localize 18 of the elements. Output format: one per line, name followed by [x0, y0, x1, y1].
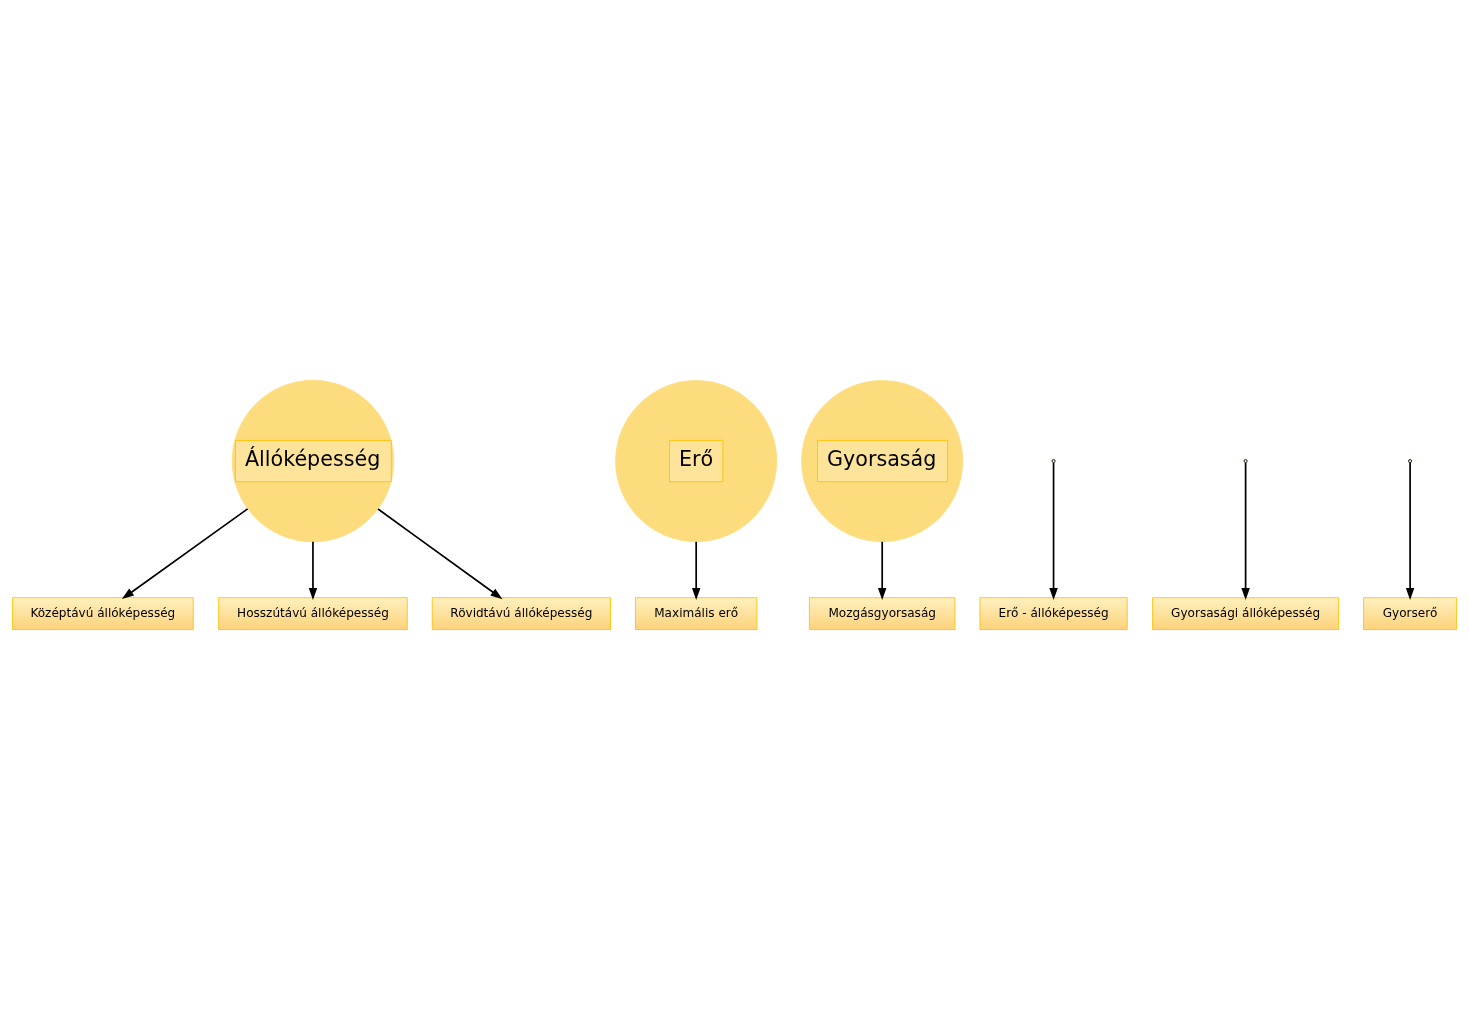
node-box: Hosszútávú állóképesség — [218, 597, 408, 630]
arrow — [308, 540, 318, 601]
arrow — [377, 508, 503, 600]
arrow — [691, 540, 701, 601]
arrow — [1405, 462, 1415, 601]
node-box: Gyorserő — [1363, 597, 1457, 630]
arrow — [1049, 462, 1058, 601]
node-box: Erő - állóképesség — [979, 597, 1128, 630]
node-circle: Gyorsaság — [801, 380, 964, 543]
node-box: Rövidtávú állóképesség — [431, 597, 611, 630]
arrow — [121, 507, 249, 600]
arrow — [877, 540, 887, 601]
node-box: Mozgásgyorsaság — [809, 597, 956, 630]
node-circle: Erő — [615, 380, 778, 543]
node-box: Gyorsasági állóképesség — [1152, 597, 1340, 630]
node-box: Maximális erő — [635, 597, 758, 630]
node-box: Középtávú állóképesség — [12, 597, 194, 630]
arrow — [1241, 462, 1250, 601]
